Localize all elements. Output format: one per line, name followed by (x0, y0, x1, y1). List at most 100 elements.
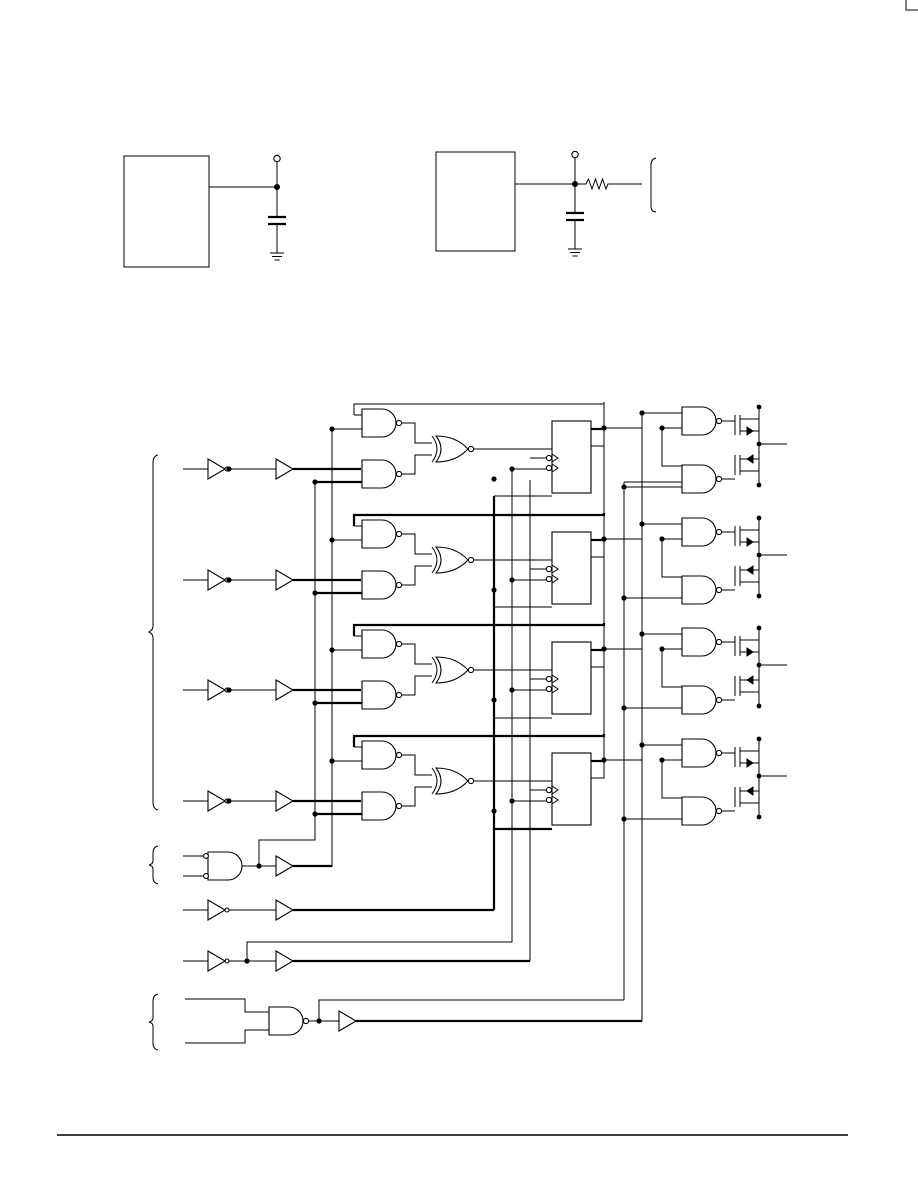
circuit-a-ground-icon (270, 252, 284, 261)
nand-gate-icon (361, 791, 403, 821)
circuit-a-capacitor-icon (268, 212, 286, 253)
junction-dot (509, 466, 515, 472)
wire (591, 402, 605, 447)
junction-dot (256, 863, 262, 869)
wire (185, 1029, 269, 1044)
wire (401, 422, 432, 444)
junction-dot (639, 521, 645, 527)
circuit-b-block (435, 151, 516, 252)
junction-dot (621, 484, 627, 490)
nand-gate-icon (361, 459, 403, 489)
junction-dot (639, 742, 645, 748)
nand-gate-icon (681, 738, 723, 768)
circuit-b-ground-icon (568, 248, 582, 257)
buffer-icon (275, 458, 295, 480)
wire (401, 454, 432, 475)
nand-gate-icon (681, 464, 723, 494)
flip-flop-icon (545, 531, 592, 605)
junction-dot (621, 705, 627, 711)
wire (318, 999, 624, 1021)
resistor-icon (575, 177, 642, 191)
nand-gate-icon (268, 1006, 310, 1036)
junction-dots (226, 410, 665, 1024)
junction-dot (226, 687, 232, 693)
junction-dot (659, 757, 665, 763)
inverter-icon (207, 679, 230, 701)
nand-gate-icon (361, 519, 403, 549)
wire (591, 734, 605, 779)
nand-gate-icon (681, 575, 723, 605)
buffer-icon (275, 950, 295, 972)
buffer-icon (275, 899, 295, 921)
junction-dot (659, 425, 665, 431)
xor-gate-icon (431, 546, 475, 574)
junction-dot (509, 577, 515, 583)
junction-dot (312, 811, 318, 817)
wire (591, 513, 605, 558)
brace-icon (650, 157, 657, 213)
wire (401, 786, 432, 807)
nand-gate-icon (361, 570, 403, 600)
junction-dot (491, 476, 497, 482)
wire (661, 428, 682, 467)
wire (591, 623, 605, 668)
wire (401, 754, 432, 776)
transistor-icon (734, 404, 787, 488)
nand-gate-icon (681, 627, 723, 657)
junction-dot (244, 958, 250, 964)
junction-dot (509, 798, 515, 804)
inverter-icon (207, 569, 230, 591)
nand-gate-icon (681, 517, 723, 547)
junction-dot (491, 587, 497, 593)
circuit-b-capacitor-icon (566, 208, 584, 249)
nand-gate-icon (361, 740, 403, 770)
junction-dot (226, 466, 232, 472)
nand-gate-icon (361, 629, 403, 659)
junction-dot (601, 646, 607, 652)
flip-flop-icon (545, 420, 592, 494)
junction-dot (509, 687, 515, 693)
junction-dot (639, 631, 645, 637)
junction-dot (312, 479, 318, 485)
wire (401, 533, 432, 555)
junction-dot (329, 426, 335, 432)
circuit-b-terminal-icon (571, 150, 579, 159)
junction-dot (316, 1018, 322, 1024)
junction-dot (329, 647, 335, 653)
nand-gate-icon (361, 680, 403, 710)
circuit-b (435, 150, 657, 257)
wiring (183, 402, 735, 1044)
flip-flop-icon (545, 752, 592, 826)
wire (661, 649, 682, 688)
transistor-icon (734, 515, 787, 599)
wire (661, 539, 682, 578)
transistor-icon (734, 736, 787, 820)
wire (258, 812, 316, 866)
buffer-icon (338, 1010, 358, 1032)
wire (185, 998, 269, 1013)
junction-dot (226, 577, 232, 583)
junction-dot (329, 758, 335, 764)
xor-gate-icon (431, 767, 475, 795)
nand-gate-icon (361, 408, 403, 438)
buffer-icon (275, 855, 295, 877)
inverter-icon (207, 899, 230, 921)
junction-dot (601, 536, 607, 542)
inverter-icon (207, 790, 230, 812)
logic-diagram (147, 402, 787, 1051)
nand-gate-icon (681, 796, 723, 826)
corner-mark (905, 0, 918, 11)
buffer-icon (275, 569, 295, 591)
buffer-icon (275, 790, 295, 812)
junction-dot (621, 816, 627, 822)
junction-dot (312, 590, 318, 596)
components (203, 404, 787, 1036)
junction-dot (601, 425, 607, 431)
wire (661, 760, 682, 799)
junction-dot (491, 808, 497, 814)
circuit-a-terminal-icon (273, 154, 281, 163)
junction-dot (329, 537, 335, 543)
wire (401, 675, 432, 696)
